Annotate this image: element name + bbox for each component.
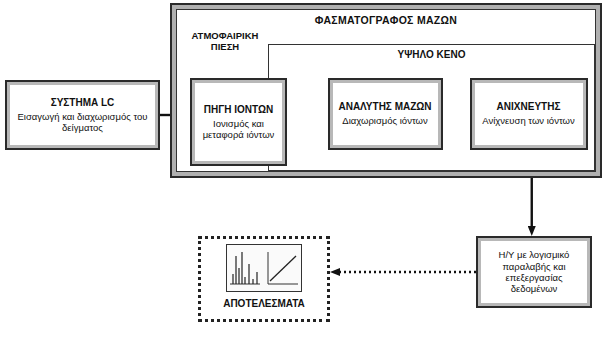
calibration-line bbox=[270, 256, 296, 281]
chart-frame bbox=[227, 245, 302, 292]
process-box: ΣΥΣΤΗΜΑ LC Εισαγωγή και διαχωρισμός του δ… bbox=[5, 80, 160, 150]
process-box: ΑΝΑΛΥΤΗΣ ΜΑΖΩΝ Διαχωρισμός ιόντων bbox=[328, 78, 443, 150]
box-title: ΦΑΣΜΑΤΟΓΡΑΦΟΣ ΜΑΖΩΝ bbox=[180, 14, 592, 27]
box-text: Διαχωρισμός ιόντων bbox=[337, 115, 434, 126]
box-text: Η/Υ με λογισμικό παραλαβής και επεξεργασ… bbox=[485, 249, 583, 295]
box-text: Ιονισμός και μεταφορά ιόντων bbox=[197, 118, 280, 141]
box-title: ΑΝΑΛΥΤΗΣ ΜΑΖΩΝ bbox=[337, 101, 434, 113]
box-text: Ανίχνευση των ιόντων bbox=[479, 115, 579, 126]
box-title: ΠΗΓΗ ΙΟΝΤΩΝ bbox=[197, 104, 280, 116]
box-text: Εισαγωγή και διαχωρισμός του δείγματος bbox=[14, 111, 151, 134]
box-title: ΣΥΣΤΗΜΑ LC bbox=[14, 97, 151, 109]
region-label: ΑΤΜΟΦΑΙΡΙΚΗ ΠΙΕΣΗ bbox=[186, 30, 264, 53]
results-box: ΑΠΟΤΕΛΕΣΜΑΤΑ bbox=[198, 236, 330, 322]
graph-axis bbox=[268, 284, 298, 285]
flow-arrow bbox=[338, 271, 476, 273]
results-chart bbox=[226, 244, 302, 292]
process-box: ΑΝΙΧΝΕΥΤΗΣ Ανίχνευση των ιόντων bbox=[470, 78, 588, 150]
region-box: ΥΨΗΛΟ ΚΕΝΟ ΑΝΑΛΥΤΗΣ ΜΑΖΩΝ Διαχωρισμός ιόντ… bbox=[268, 44, 595, 171]
box-title: ΥΨΗΛΟ ΚΕΝΟ bbox=[275, 49, 588, 61]
process-box: Η/Υ με λογισμικό παραλαβής και επεξεργασ… bbox=[476, 236, 592, 308]
process-box: ΠΗΓΗ ΙΟΝΤΩΝ Ιονισμός και μεταφορά ιόντων bbox=[190, 78, 287, 166]
box-title: ΑΠΟΤΕΛΕΣΜΑΤΑ bbox=[207, 298, 321, 310]
box-title: ΑΝΙΧΝΕΥΤΗΣ bbox=[479, 101, 579, 113]
graph-axis bbox=[268, 252, 269, 284]
spectrum-peaks bbox=[233, 252, 257, 284]
